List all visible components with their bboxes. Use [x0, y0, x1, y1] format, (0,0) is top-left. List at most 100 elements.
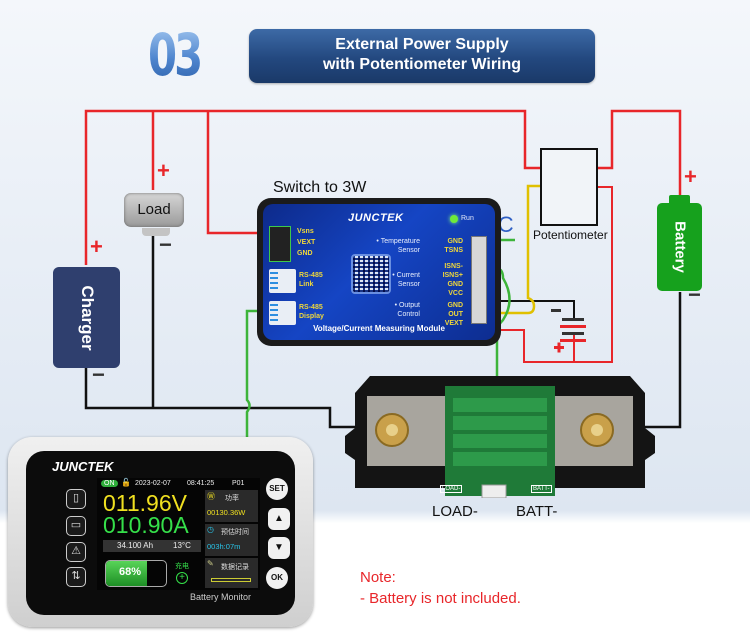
battery-icon[interactable]: ▯ [66, 489, 86, 509]
run-led-icon [450, 215, 458, 223]
rs485-link-port[interactable] [269, 269, 296, 293]
load-plus-sign: + [157, 158, 170, 183]
record-panel [205, 558, 258, 588]
power-label: 功率 [225, 495, 239, 502]
load-minus-sign: − [159, 232, 172, 257]
time-label: 预估时间 [221, 529, 249, 536]
group-temperature-1: • Temperature [376, 238, 420, 245]
group-output-2: Control [397, 311, 420, 318]
record-label: 数据记录 [221, 564, 249, 571]
wire-charger-negative [84, 368, 390, 429]
pin-vext: VEXT [297, 239, 316, 246]
monitor-brand: JUNCTEK [52, 459, 114, 474]
clock-icon: ◷ [207, 525, 214, 534]
wire-pot-to-supply [490, 186, 613, 363]
current-value: 010.90A [103, 512, 189, 538]
record-progress [211, 578, 251, 582]
charge-label: 充电 [175, 563, 189, 570]
step-number: 03 [148, 22, 213, 88]
module-caption: Switch to 3W [273, 179, 367, 196]
rs485-link-label-1: RS-485 [299, 272, 323, 279]
note-text: - Battery is not included. [360, 590, 521, 607]
shunt-pcb-batt-label: BATT- [531, 485, 552, 493]
on-badge: ON [101, 480, 118, 487]
battery-block: Battery [657, 195, 702, 291]
charger-label: Charger [77, 284, 97, 351]
load-label: Load [137, 201, 171, 218]
record-icon: ✎ [207, 559, 214, 568]
power-terminal [269, 226, 291, 262]
pin-temp-gnd: GND [447, 238, 463, 245]
pin-isns-minus: ISNS- [444, 263, 463, 270]
power-panel [205, 490, 258, 522]
title-line-1: External Power Supply [335, 36, 509, 53]
run-label: Run [461, 215, 474, 222]
charger-plus-sign: + [90, 234, 103, 259]
wire-out-control [490, 184, 541, 315]
batt-minus-terminal-label: BATT- [516, 503, 558, 520]
shunt-connector [481, 484, 507, 498]
time-panel [205, 524, 258, 556]
power-value: 00130.36W [207, 508, 246, 517]
group-current-2: Sensor [397, 281, 420, 288]
group-output-1: • Output [394, 302, 420, 309]
alarm-icon[interactable]: ⚠ [66, 542, 86, 562]
pin-output-gnd: GND [447, 302, 463, 309]
note-title: Note: [360, 569, 396, 586]
voltage-value: 011.96V [103, 490, 187, 516]
charger-block: Charger [53, 267, 120, 368]
potentiometer-label: Potentiometer [533, 228, 608, 242]
shunt-pcb-load-label: LOAD- [440, 485, 463, 493]
swap-icon[interactable]: ⇅ [66, 567, 86, 587]
profile-text: P01 [232, 480, 245, 487]
battery-gauge-fill [106, 561, 147, 586]
title-banner: External Power Supply with Potentiometer… [249, 29, 595, 83]
down-button[interactable]: ▼ [268, 537, 290, 559]
pin-isns-plus: ISNS+ [442, 272, 463, 279]
time-remaining-value: 003h:07m [207, 542, 241, 551]
rs485-link-label-2: Link [299, 281, 314, 288]
capacity-value: 34.100 Ah [117, 541, 154, 550]
monitor-footer: Battery Monitor [190, 592, 252, 602]
pin-vsns: Vsns [297, 228, 314, 235]
lock-icon: 🔓 [121, 478, 131, 487]
charge-plus-icon: + [176, 572, 188, 584]
time-text: 08:41:25 [187, 480, 215, 487]
pin-header [471, 236, 487, 324]
load-block: Load [124, 193, 184, 236]
monitor-screen: ON 🔓 2023-02-07 08:41:25 P01 011.96V 010… [97, 478, 260, 590]
set-button[interactable]: SET [266, 478, 288, 500]
shunt-device [345, 376, 655, 498]
date-text: 2023-02-07 [135, 480, 171, 487]
charger-minus-sign: − [92, 362, 105, 387]
pin-vcc: VCC [448, 290, 463, 297]
external-supply-symbol [551, 309, 586, 353]
module-footer: Voltage/Current Measuring Module [313, 324, 445, 333]
wire-positive-top [84, 109, 541, 265]
phone-icon[interactable]: ▭ [66, 516, 86, 536]
rs485-display-port[interactable] [269, 301, 296, 325]
qr-code[interactable] [351, 254, 391, 294]
pin-out: OUT [448, 311, 463, 318]
power-icon: Ⓦ [207, 492, 215, 501]
load-minus-terminal-label: LOAD- [432, 503, 478, 520]
pin-tsns: TSNS [444, 247, 463, 254]
battery-label: Battery [671, 221, 688, 273]
wire-rs485-display [245, 309, 285, 440]
rs485-display-label-2: Display [299, 313, 324, 320]
capacity-row [103, 540, 201, 552]
group-current-1: • Current [392, 272, 420, 279]
wire-out-gnd [490, 300, 575, 318]
title-line-2: with Potentiometer Wiring [322, 56, 522, 73]
module-brand: JUNCTEK [348, 212, 404, 224]
group-temperature-2: Sensor [397, 247, 420, 254]
battery-gauge [105, 560, 167, 587]
rs485-display-label-1: RS-485 [299, 304, 323, 311]
battery-plus-sign: + [684, 164, 697, 189]
potentiometer-box [540, 148, 598, 226]
pin-output-vext: VEXT [444, 320, 463, 327]
up-button[interactable]: ▲ [268, 508, 290, 530]
ok-button[interactable]: OK [266, 567, 288, 589]
pin-gnd: GND [297, 250, 313, 257]
